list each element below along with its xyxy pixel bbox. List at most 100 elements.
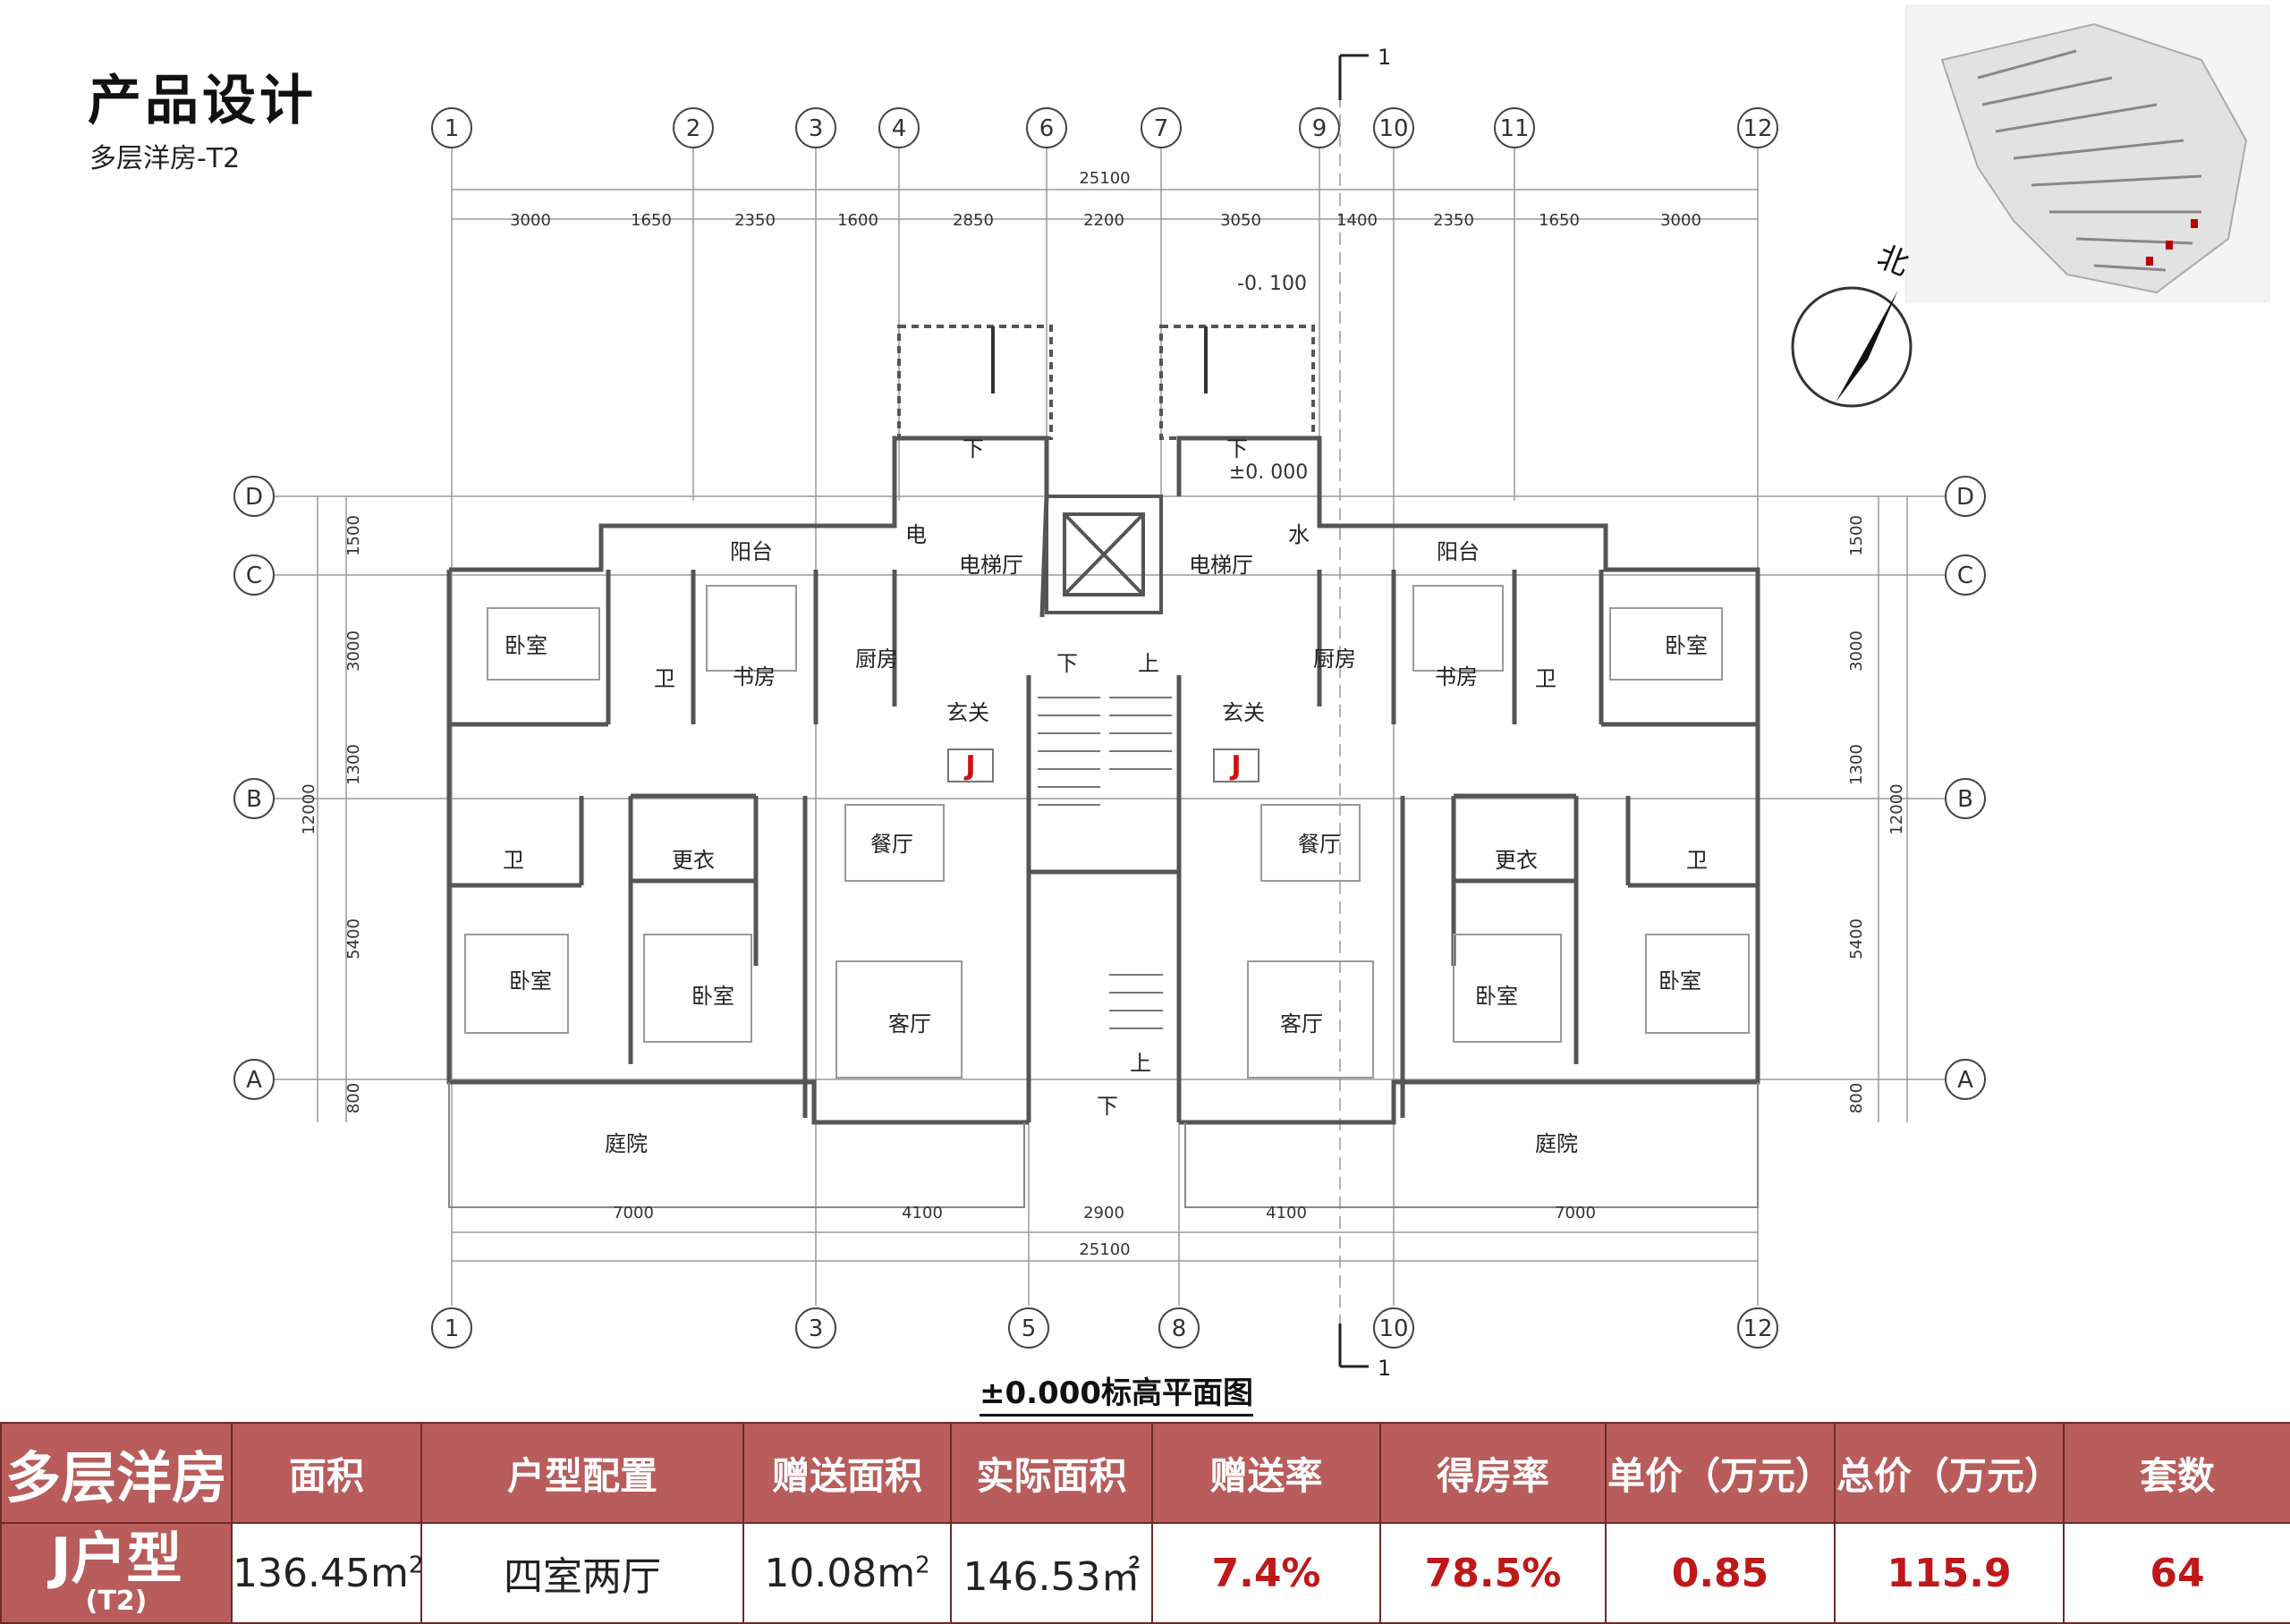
page-subtitle: 多层洋房-T2 <box>89 143 241 174</box>
label-bedroom: 卧室 <box>1665 633 1708 658</box>
axis-bubble-top-3-circle <box>795 107 836 148</box>
label-closet: 更衣 <box>672 848 715 873</box>
dim-top: 2350 <box>1433 211 1474 230</box>
axis-bubble-right-C-circle <box>1945 554 1986 596</box>
dim-bottom: 2900 <box>1083 1204 1124 1222</box>
area-cell: 136.45m2 <box>231 1522 424 1624</box>
svg-text:-0. 100: -0. 100 <box>1237 273 1307 295</box>
axis-bubble-top-7-circle <box>1141 107 1182 148</box>
dim-top: 1400 <box>1336 211 1378 230</box>
dim-bottom: 4100 <box>902 1204 943 1222</box>
svg-text:1: 1 <box>1378 45 1391 70</box>
axis-bubble-bottom-12: 12 <box>1743 1315 1772 1342</box>
dim-top: 1650 <box>631 211 672 230</box>
dim-height-right: 12000 <box>1887 783 1906 834</box>
label-living: 客厅 <box>888 1011 931 1036</box>
label-elevator-hall: 电梯厅 <box>1189 553 1253 578</box>
label-down: 下 <box>1226 436 1248 461</box>
label-bedroom: 卧室 <box>1658 968 1701 994</box>
label-balcony: 阳台 <box>1437 539 1480 564</box>
efficiency-cell: 78.5% <box>1379 1522 1607 1624</box>
unit-type-cell: J户型 (T2) <box>0 1522 233 1624</box>
axis-bubble-right-B: B <box>1957 786 1973 813</box>
dim-top: 1650 <box>1539 211 1580 230</box>
dim-total-bottom: 25100 <box>1079 1240 1130 1259</box>
label-study: 书房 <box>733 664 776 689</box>
axis-bubble-left-A-circle <box>233 1059 275 1100</box>
dim-top: 3000 <box>1660 211 1701 230</box>
axis-bubble-top-10-circle <box>1373 107 1414 148</box>
floor-plan: 1 1 <box>233 45 1986 1381</box>
header-efficiency: 得房率 <box>1379 1422 1607 1524</box>
axis-bubble-top-11: 11 <box>1499 115 1529 142</box>
label-kitchen: 厨房 <box>855 647 898 672</box>
axis-bubble-bottom-10: 10 <box>1378 1315 1408 1342</box>
axis-bubble-bottom-5: 5 <box>1022 1315 1037 1342</box>
axis-bubble-right-A-circle <box>1945 1059 1986 1100</box>
axis-bubble-top-3: 3 <box>809 115 824 142</box>
axis-bubble-bottom-10-circle <box>1373 1307 1414 1349</box>
label-bedroom: 卧室 <box>691 984 734 1009</box>
header-total-price: 总价（万元） <box>1834 1422 2065 1524</box>
gift-area-cell: 10.08m2 <box>742 1522 952 1624</box>
unit-summary-table: 多层洋房 面积 户型配置 赠送面积 实际面积 赠送率 得房率 单价（万元） 总价… <box>0 1422 2290 1624</box>
page-title: 产品设计 <box>88 70 317 132</box>
label-balcony: 阳台 <box>730 539 773 564</box>
label-up: 上 <box>1130 1051 1151 1076</box>
table-row: J户型 (T2) 136.45m2 四室两厅 10.08m2 146.53㎡ 7… <box>0 1522 2290 1624</box>
label-elevator-hall: 电梯厅 <box>959 553 1023 578</box>
axis-bubble-left-C-circle <box>233 554 275 596</box>
header-unit-price: 单价（万元） <box>1605 1422 1836 1524</box>
label-dining: 餐厅 <box>870 832 913 857</box>
axis-bubble-right-A: A <box>1957 1067 1973 1094</box>
label-kitchen: 厨房 <box>1313 647 1356 672</box>
dim-top: 2200 <box>1083 211 1124 230</box>
gift-rate-cell: 7.4% <box>1151 1522 1381 1624</box>
svg-text:1: 1 <box>1378 1356 1391 1381</box>
gift-area-sup: 2 <box>915 1551 930 1578</box>
axis-bubble-top-7: 7 <box>1154 115 1169 142</box>
label-down: 下 <box>963 436 984 461</box>
dim-right: 800 <box>1847 1083 1866 1113</box>
area-value: 136.45m <box>233 1550 409 1596</box>
dim-right: 5400 <box>1847 918 1866 960</box>
header-area: 面积 <box>231 1422 422 1524</box>
dim-top: 3050 <box>1220 211 1261 230</box>
label-courtyard: 庭院 <box>605 1131 648 1156</box>
axis-bubble-left-D-circle <box>233 476 275 517</box>
label-bedroom: 卧室 <box>505 633 547 658</box>
area-sup: 2 <box>408 1551 424 1578</box>
axis-bubble-top-12-circle <box>1737 107 1778 148</box>
label-bedroom: 卧室 <box>1475 984 1518 1009</box>
dim-total-top: 25100 <box>1079 169 1130 188</box>
label-dining: 餐厅 <box>1298 832 1341 857</box>
axis-bubble-bottom-8-circle <box>1158 1307 1200 1349</box>
label-study: 书房 <box>1435 664 1478 689</box>
site-minimap <box>1905 5 2269 302</box>
header-config: 户型配置 <box>420 1422 744 1524</box>
axis-bubble-left-A: A <box>246 1067 262 1094</box>
axis-bubble-right-D-circle <box>1945 476 1986 517</box>
dim-top: 1600 <box>837 211 878 230</box>
axis-bubble-top-12: 12 <box>1743 115 1772 142</box>
dim-top: 2850 <box>953 211 994 230</box>
dim-bottom: 4100 <box>1266 1204 1307 1222</box>
dim-left: 1500 <box>344 515 363 556</box>
axis-bubble-top-11-circle <box>1494 107 1535 148</box>
unit-price-cell: 0.85 <box>1605 1522 1836 1624</box>
dim-left: 1300 <box>344 744 363 785</box>
axis-bubble-bottom-5-circle <box>1008 1307 1049 1349</box>
svg-text:J: J <box>963 750 975 782</box>
axis-bubble-bottom-3-circle <box>795 1307 836 1349</box>
dim-right: 1500 <box>1847 515 1866 556</box>
label-closet: 更衣 <box>1495 848 1538 873</box>
label-bath: 卫 <box>503 848 524 873</box>
dim-right: 1300 <box>1847 744 1866 785</box>
axis-bubble-top-2-circle <box>673 107 714 148</box>
dim-bottom: 7000 <box>613 1204 654 1222</box>
axis-bubble-top-9: 9 <box>1312 115 1327 142</box>
axis-bubble-top-6: 6 <box>1039 115 1055 142</box>
svg-text:J: J <box>1229 750 1241 782</box>
axis-bubble-bottom-8: 8 <box>1172 1315 1187 1342</box>
label-up: 上 <box>1138 651 1159 676</box>
